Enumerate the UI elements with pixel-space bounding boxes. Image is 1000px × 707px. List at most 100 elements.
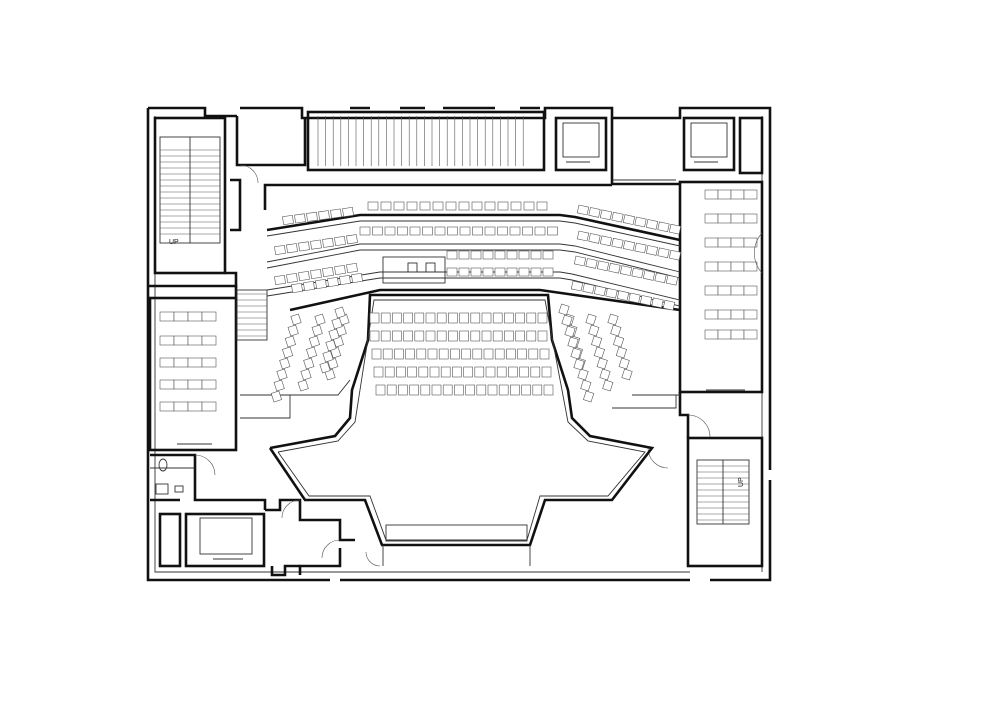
seat [432,201,444,211]
seat [463,366,473,378]
seat [611,211,624,223]
seat [429,366,440,378]
seat [282,215,294,225]
seat [322,267,334,277]
locker [717,309,732,320]
locker [159,401,175,412]
seat [539,348,550,360]
seat [420,384,431,396]
seat [325,339,337,352]
locker [201,401,217,412]
seat [384,366,395,378]
seat [519,366,529,378]
seat [506,267,518,277]
seat [461,348,471,360]
seat [599,235,613,247]
east-room [678,180,764,394]
seat [530,267,542,277]
seat [308,335,320,348]
stair-up-label-se: UP [738,477,745,487]
seat [346,263,358,273]
seat [310,239,322,250]
seat [369,312,380,324]
locker [717,237,732,248]
seat [392,330,402,342]
locker [704,309,719,320]
seat [286,273,298,283]
seat [504,312,514,324]
seat [279,357,291,370]
seat [577,368,589,381]
seat [570,347,582,360]
seat [494,267,506,277]
seat [380,330,391,342]
seat [384,226,396,236]
locker [187,379,203,390]
seat [496,366,507,378]
seat [497,226,508,236]
seat [322,350,334,363]
seat [530,250,542,260]
seat [580,379,592,392]
locker [173,379,189,390]
seat [459,330,469,342]
seat [447,226,458,236]
locker [159,357,175,368]
seat [537,312,548,324]
seat [274,275,286,285]
locker [704,237,719,248]
lift-1 [554,116,608,172]
seat [454,384,464,396]
locker [704,261,719,272]
seat [481,312,492,324]
seat [282,346,294,359]
seat [657,221,670,233]
wc-sw [150,453,267,510]
seat [465,384,475,396]
stair-nw: UP [153,116,227,275]
seat [558,303,570,316]
top-gallery-stair [306,110,546,172]
seat [602,379,614,392]
seat [492,312,503,324]
seat [576,230,590,242]
seat [543,384,554,396]
seat [611,237,624,249]
seat [517,348,527,360]
seat [359,226,371,236]
seat [484,201,496,211]
seat [509,226,521,236]
seat [319,361,331,374]
seat [331,317,343,330]
seat [482,267,494,277]
seat [622,240,636,251]
seat [438,348,449,360]
seat [582,283,595,294]
seat [422,226,433,236]
locker [704,189,719,200]
seat [591,335,603,348]
seat [515,330,525,342]
seat [300,368,312,381]
seat [639,295,653,306]
seat [483,348,494,360]
locker [730,213,745,224]
seat [298,271,310,281]
seat [497,201,509,211]
seat [394,348,404,360]
seat [294,213,306,224]
seat [628,292,641,304]
seat [425,312,436,324]
seat [651,297,664,309]
seat [310,269,322,279]
seat [485,366,496,378]
seat [608,262,621,274]
seat [380,312,391,324]
seat [506,250,518,260]
seat [631,267,644,279]
seat [607,313,619,326]
seat [534,226,546,236]
seat [494,250,506,260]
seat [526,330,537,342]
seat [440,366,451,378]
